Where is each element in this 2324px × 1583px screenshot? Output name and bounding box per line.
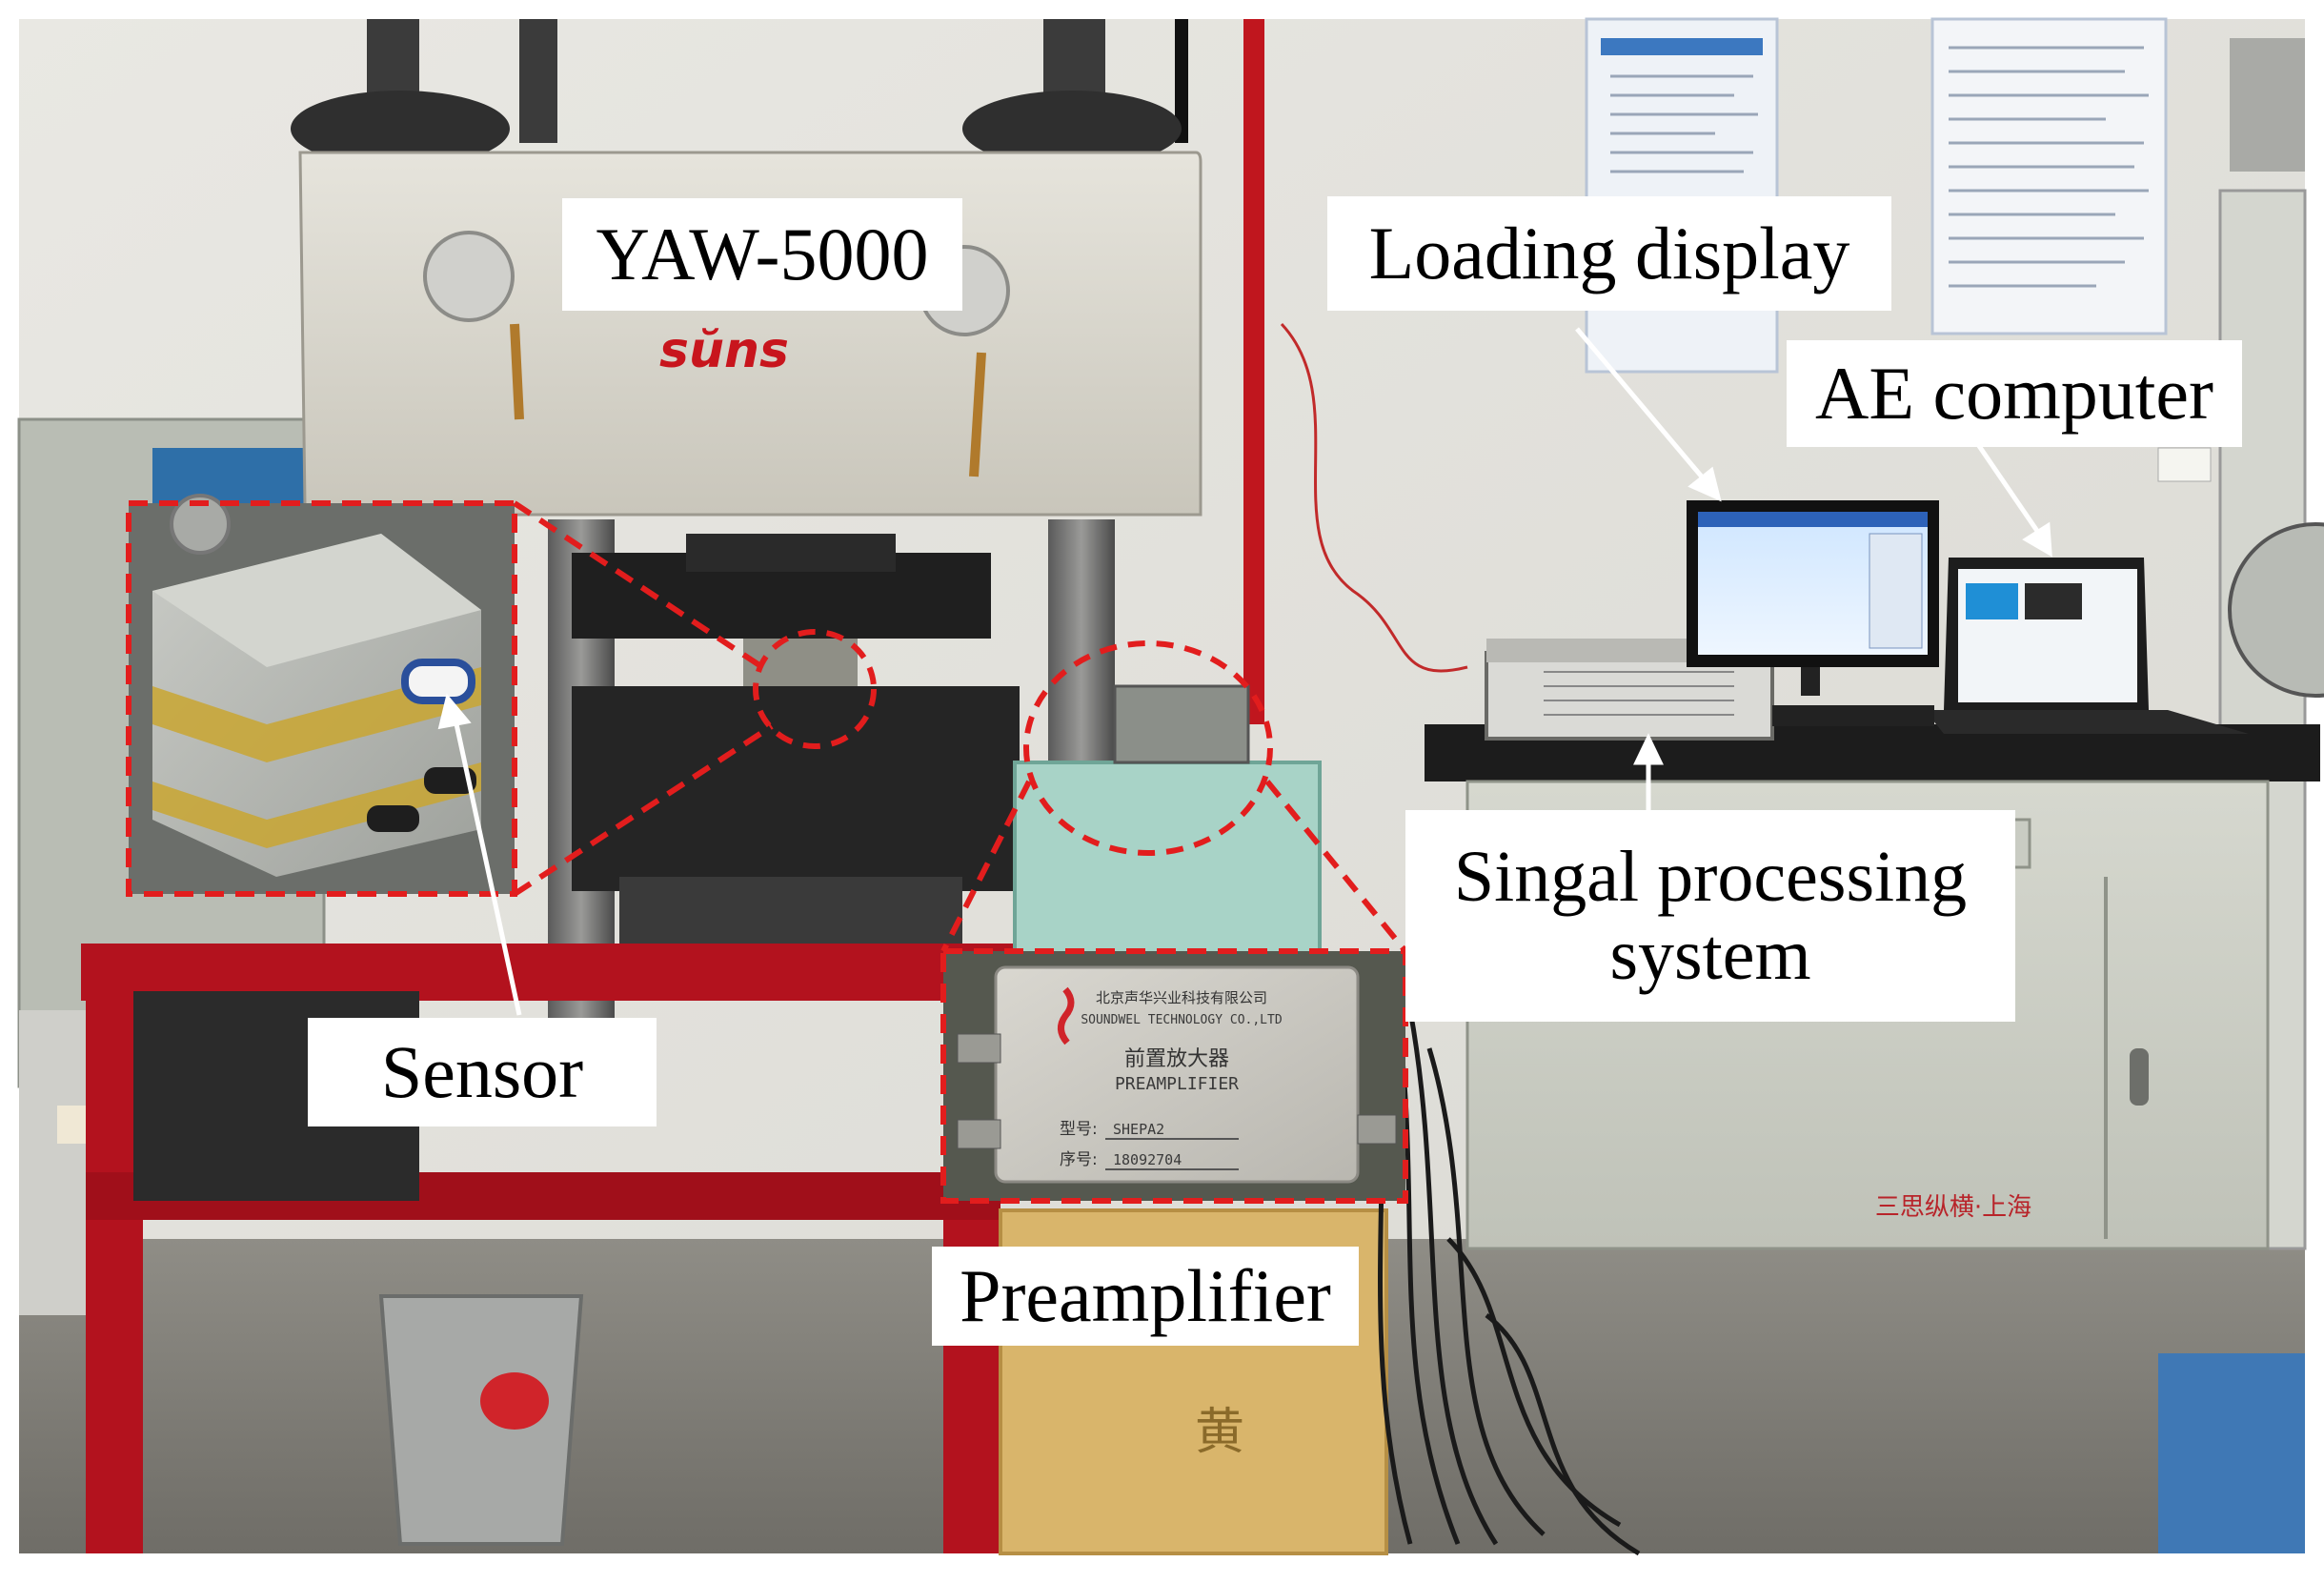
cabinet-handle	[2130, 1048, 2149, 1106]
monitor-panel	[1869, 533, 1923, 649]
loading-arrow-shaft	[1575, 327, 1708, 483]
cable-bundle	[1369, 971, 1641, 1556]
ae-sensor-3	[367, 805, 419, 832]
ae-laptop-base	[1925, 710, 2249, 734]
plate-title-en: PREAMPLIFIER	[1115, 1074, 1239, 1094]
signal-arrow-head	[1633, 733, 1664, 765]
callout-connectors	[513, 500, 1408, 953]
ae-sensor	[401, 659, 475, 704]
laptop-window-plot	[2025, 583, 2082, 619]
ae-arrow-shaft	[1974, 441, 2042, 536]
wall-poster-1	[1585, 17, 1779, 374]
label-arrows	[437, 327, 2052, 1016]
blue-chair	[2158, 1353, 2305, 1553]
inset-cup	[170, 494, 231, 555]
preamp-brand-mark	[1058, 986, 1075, 1045]
machine-base	[619, 877, 962, 953]
label-yaw-5000: YAW-5000	[562, 198, 962, 311]
poster-text-lines	[1610, 46, 2149, 288]
wall-sign	[2157, 447, 2212, 482]
left-cabinet-panel	[152, 448, 314, 505]
preamplifier-inset: 北京声华兴业科技有限公司 SOUNDWEL TECHNOLOGY CO.,LTD…	[943, 951, 1405, 1201]
bucket-sticker	[480, 1372, 549, 1430]
keyboard	[1772, 705, 1934, 726]
rust-stains	[510, 323, 986, 477]
specimen-tape-2	[152, 762, 481, 848]
column-nut-right	[962, 91, 1182, 167]
preamp-connector-right	[1357, 1114, 1397, 1145]
preamplifier-inset-frame	[940, 948, 1408, 1204]
sensor-arrow-shaft	[453, 719, 522, 1016]
specimen-top-face	[152, 534, 481, 667]
bolt-cover-left	[423, 231, 515, 322]
plate-model-label: 型号:	[1060, 1120, 1098, 1139]
sensor-arrow-head	[437, 693, 472, 730]
load-head	[686, 534, 896, 572]
cabinet-brand-text: 三思纵横·上海	[1875, 1193, 2031, 1222]
plate-company-en: SOUNDWEL TECHNOLOGY CO.,LTD	[1081, 1013, 1282, 1027]
plate-model-value: SHEPA2	[1113, 1121, 1164, 1138]
label-preamplifier: Preamplifier	[932, 1247, 1359, 1346]
preamp-connector-left-2	[957, 1119, 1001, 1149]
plate-serial-value: 18092704	[1113, 1151, 1182, 1168]
column-nut-left	[291, 91, 510, 167]
stacked-molds	[2230, 38, 2305, 172]
poster-1-header	[1601, 38, 1763, 55]
specimen-callout-circle	[753, 629, 877, 749]
label-ae-computer: AE computer	[1787, 340, 2242, 447]
monitor-titlebar	[1698, 512, 1928, 527]
plate-company-cn: 北京声华兴业科技有限公司	[1096, 989, 1267, 1006]
preamp-connector-left	[957, 1033, 1001, 1064]
label-signal-line-2: system	[1609, 915, 1811, 995]
preamp-callout-circle	[1023, 640, 1273, 856]
ae-sensor-2	[424, 767, 476, 794]
plate-serial-label: 序号:	[1060, 1150, 1098, 1169]
lower-platen	[572, 686, 1020, 891]
red-pipe	[1243, 19, 1264, 724]
green-box	[1013, 761, 1322, 955]
monitor-stand	[1801, 667, 1820, 696]
machine-column-top-mid	[519, 19, 557, 143]
loading-arrow-head	[1687, 466, 1722, 502]
signal-unit-vents	[1544, 671, 1734, 716]
sensor-inset-frame	[126, 500, 517, 897]
bin-character: 黄	[1195, 1404, 1244, 1461]
label-signal-line-1: Singal processing	[1453, 836, 1968, 917]
laptop-window-blue	[1966, 583, 2018, 619]
label-sensor: Sensor	[308, 1018, 657, 1126]
label-loading-display: Loading display	[1327, 196, 1891, 311]
plate-title-cn: 前置放大器	[1124, 1047, 1229, 1071]
preamplifier-units	[1113, 684, 1250, 764]
ae-arrow-head	[2022, 521, 2052, 558]
sensor-inset	[129, 494, 515, 894]
red-wire	[1280, 322, 1468, 673]
fan	[2228, 522, 2324, 698]
preamp-plate	[994, 965, 1360, 1184]
specimen-tape-1	[152, 667, 481, 762]
machine-logo: sŭns	[659, 322, 789, 379]
label-signal-processing-system: Singal processing system	[1405, 810, 2015, 1022]
metal-bucket	[378, 1294, 584, 1546]
